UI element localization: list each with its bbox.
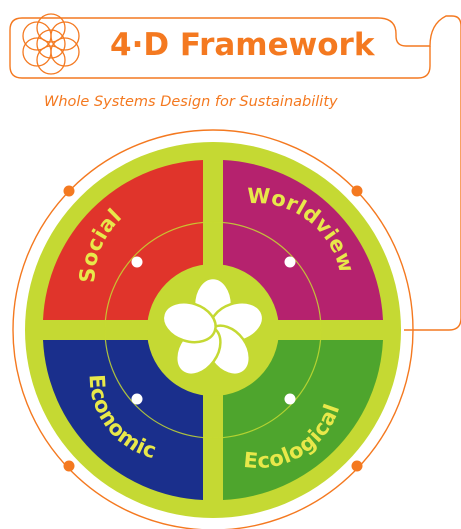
- orbit-dot: [63, 460, 75, 472]
- lotus-flower-icon: [161, 276, 265, 377]
- quadrant-worldview[interactable]: [223, 160, 383, 320]
- inner-orbit-ring: [104, 221, 322, 439]
- page-subtitle: Whole Systems Design for Sustainability: [44, 94, 338, 110]
- node-dot-economic: [131, 393, 143, 405]
- page-title: 4·D Framework: [110, 27, 376, 63]
- node-dot-ecological: [284, 393, 296, 405]
- node-dot-worldview: [284, 256, 296, 268]
- orbit-dot: [63, 185, 75, 197]
- orbit-dot: [351, 185, 363, 197]
- node-dot-social: [131, 256, 143, 268]
- flower-of-life-icon: [22, 13, 80, 75]
- quadrant-ecological[interactable]: [223, 340, 383, 500]
- header-frame-left: [9, 17, 431, 79]
- outer-orbit-ring: [12, 129, 414, 529]
- quadrant-economic[interactable]: [43, 340, 203, 500]
- quadrant-social[interactable]: [43, 160, 203, 320]
- orbit-dot: [351, 460, 363, 472]
